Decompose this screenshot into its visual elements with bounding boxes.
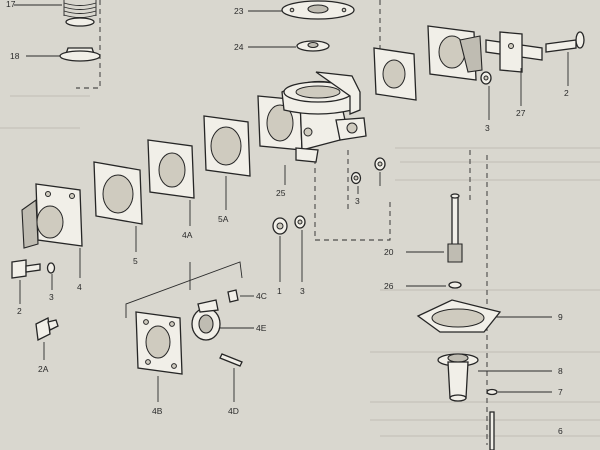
gasket-5 bbox=[93, 161, 143, 252]
callout-3-center: 3 bbox=[300, 286, 305, 296]
callout-4C: 4C bbox=[256, 291, 267, 301]
callout-5A: 5A bbox=[218, 214, 229, 224]
background-texture bbox=[0, 95, 600, 437]
callout-3-left: 3 bbox=[49, 292, 54, 302]
washer-7 bbox=[486, 388, 552, 396]
callout-4E: 4E bbox=[256, 323, 267, 333]
callout-5: 5 bbox=[133, 256, 138, 266]
callout-17: 17 bbox=[6, 0, 16, 9]
diaphragm-23 bbox=[248, 0, 355, 20]
callout-26: 26 bbox=[384, 281, 394, 291]
callout-1: 1 bbox=[277, 286, 282, 296]
callout-24: 24 bbox=[234, 42, 244, 52]
callout-4A: 4A bbox=[182, 230, 193, 240]
callout-6: 6 bbox=[558, 426, 563, 436]
flange-4B bbox=[135, 311, 183, 402]
washer-26 bbox=[406, 281, 462, 289]
nut-3-right bbox=[350, 171, 362, 194]
bolt-2-top bbox=[545, 31, 585, 86]
callout-9: 9 bbox=[558, 312, 563, 322]
spring-17 bbox=[14, 0, 97, 27]
valve-24 bbox=[248, 40, 330, 52]
nut-1 bbox=[272, 217, 288, 282]
callout-2A: 2A bbox=[38, 364, 49, 374]
callout-20: 20 bbox=[384, 247, 394, 257]
washer-3-left bbox=[46, 262, 56, 290]
callout-4D: 4D bbox=[228, 406, 239, 416]
assembly-lines bbox=[76, 0, 488, 445]
flange-right bbox=[427, 25, 483, 81]
bolt-2-left bbox=[11, 259, 41, 304]
subassembly-4B-outline bbox=[125, 261, 243, 318]
callout-25: 25 bbox=[276, 188, 286, 198]
pin-4D bbox=[219, 353, 243, 402]
cup-18 bbox=[26, 47, 101, 62]
callout-labels: 17 18 23 24 2 27 3 25 5A 4A 5 4 3 2 1 3 … bbox=[6, 0, 569, 436]
bolt-2A bbox=[35, 317, 59, 360]
callout-4: 4 bbox=[77, 282, 82, 292]
plate-4E bbox=[191, 299, 254, 341]
callout-2-left: 2 bbox=[17, 306, 22, 316]
callout-7: 7 bbox=[558, 387, 563, 397]
callout-2-top: 2 bbox=[564, 88, 569, 98]
diaphragm-9 bbox=[416, 299, 552, 333]
callout-23: 23 bbox=[234, 6, 244, 16]
callout-3-right: 3 bbox=[355, 196, 360, 206]
shaft-6 bbox=[489, 411, 495, 450]
callout-18: 18 bbox=[10, 51, 20, 61]
nut-3-center bbox=[294, 215, 306, 282]
gasket-right bbox=[373, 47, 417, 101]
callout-8: 8 bbox=[558, 366, 563, 376]
bracket-27 bbox=[485, 31, 543, 106]
gasket-5A bbox=[203, 115, 251, 210]
nut-3-far-right bbox=[374, 157, 386, 186]
callout-27: 27 bbox=[516, 108, 526, 118]
flange-4 bbox=[21, 183, 83, 278]
callout-4B: 4B bbox=[152, 406, 163, 416]
clip-4C bbox=[227, 289, 254, 303]
callout-3-top: 3 bbox=[485, 123, 490, 133]
needle-20 bbox=[406, 193, 463, 263]
gasket-4A bbox=[147, 139, 195, 226]
carburetor-body-25 bbox=[257, 71, 367, 185]
seat-8 bbox=[437, 353, 552, 402]
nut-3-top bbox=[480, 71, 492, 120]
